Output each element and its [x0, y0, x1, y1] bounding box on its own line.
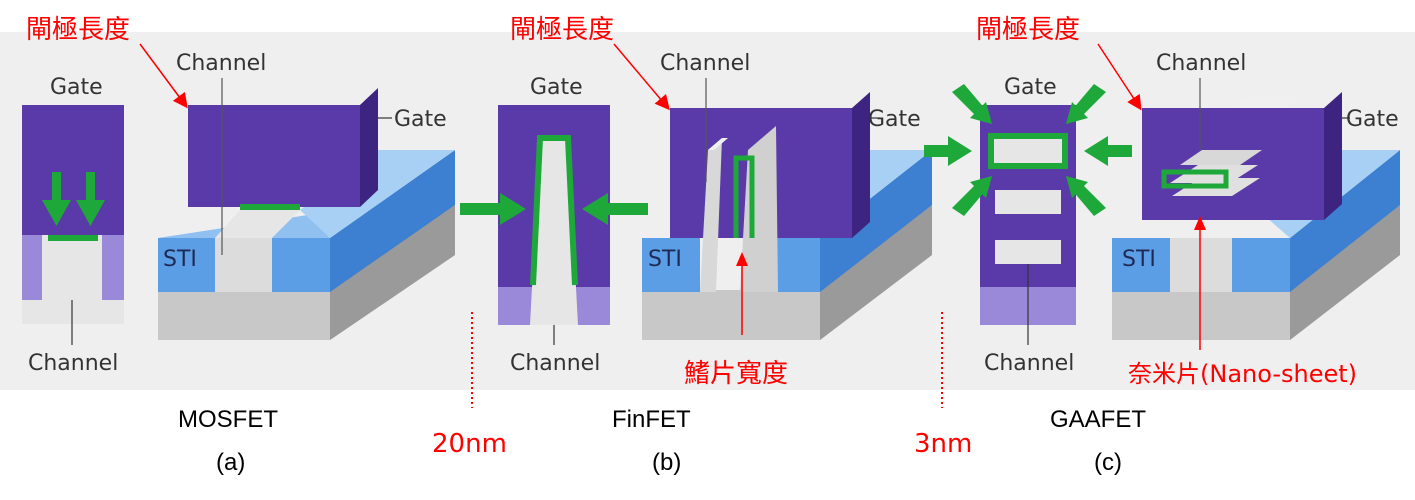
node-3nm-label: 3nm [914, 429, 972, 459]
mosfet-sti-label: STI [163, 247, 197, 272]
panel-c-title: GAAFET [1050, 406, 1146, 433]
panel-b-title: FinFET [612, 406, 691, 433]
panel-a-title: MOSFET [178, 406, 278, 433]
gaafet-gate-length-label: 閘極長度 [976, 15, 1080, 45]
panel-c-caption: (c) [1094, 449, 1122, 476]
node-20nm-label: 20nm [432, 429, 507, 459]
finfet-side-arrows [460, 193, 648, 225]
nano-sheet-label: 奈米片(Nano-sheet) [1128, 360, 1357, 388]
mosfet-cs-gate-label: Gate [50, 75, 103, 100]
panel-b-caption: (b) [652, 449, 681, 476]
panel-a-caption: (a) [216, 449, 245, 476]
mosfet-gate-length-label: 閘極長度 [26, 15, 130, 45]
gaafet-cs-gate-label: Gate [1004, 75, 1057, 100]
gaafet-channel-label: Channel [1156, 51, 1246, 76]
finfet-sti-label: STI [648, 247, 682, 272]
mosfet-channel-label: Channel [176, 51, 266, 76]
finfet-gate-length-label: 閘極長度 [510, 15, 614, 45]
finfet-gate-label: Gate [868, 107, 921, 132]
finfet-3d-structure [642, 78, 932, 340]
gaafet-cross-section [924, 84, 1132, 345]
finfet-cs-channel-label: Channel [510, 351, 600, 376]
gaafet-gate-length-arrow [1097, 43, 1142, 111]
gaafet-gate-label: Gate [1346, 107, 1399, 132]
mosfet-cross-section [22, 105, 124, 345]
gaafet-surround-arrows [924, 84, 1132, 216]
mosfet-gate-label: Gate [394, 107, 447, 132]
gate-field-arrows [42, 172, 105, 226]
gaafet-sti-label: STI [1122, 247, 1156, 272]
mosfet-gate-length-arrow [139, 43, 188, 109]
finfet-cs-gate-label: Gate [530, 75, 583, 100]
gaafet-cs-channel-label: Channel [984, 351, 1074, 376]
fin-width-label: 鰭片寬度 [684, 359, 788, 389]
finfet-cross-section [460, 105, 648, 345]
mosfet-cs-channel-label: Channel [28, 351, 118, 376]
gaafet-3d-structure [1112, 78, 1400, 350]
finfet-channel-label: Channel [660, 51, 750, 76]
mosfet-3d-structure [158, 78, 455, 340]
finfet-gate-length-arrow [613, 43, 670, 111]
